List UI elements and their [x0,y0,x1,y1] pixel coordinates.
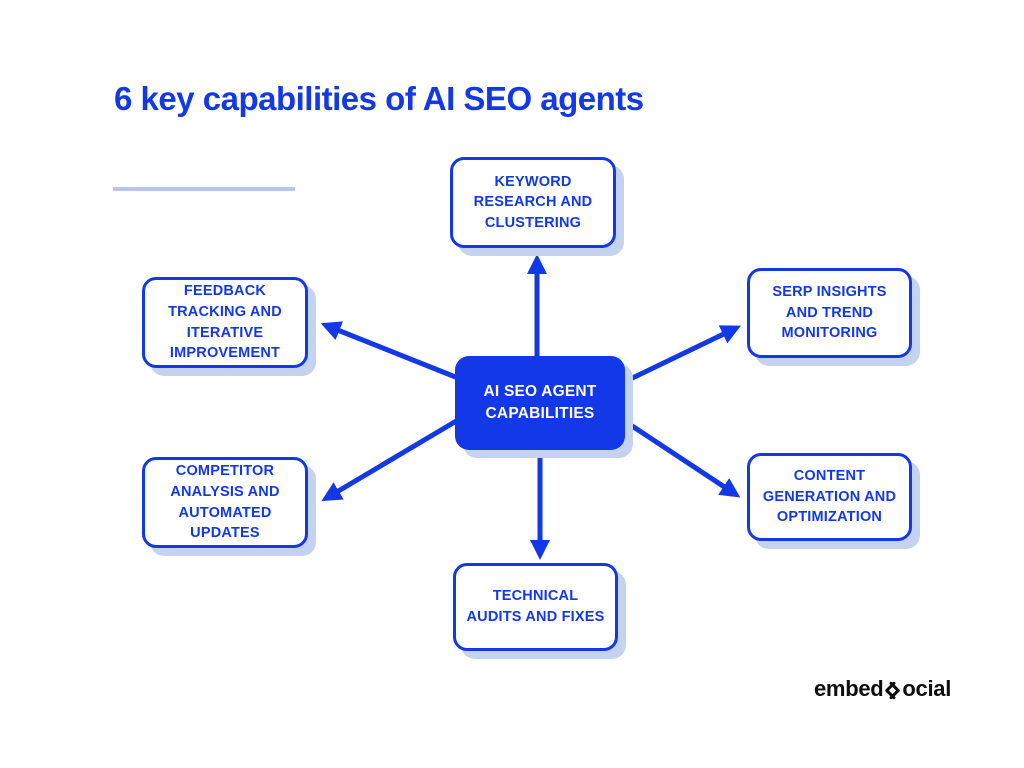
node-keyword-research: KEYWORD RESEARCH AND CLUSTERING [450,157,616,248]
arrow-center-to-bottom-left [321,417,460,502]
node-label: SERP INSIGHTS AND TREND MONITORING [772,284,887,342]
node-label: FEEDBACK TRACKING AND ITERATIVE IMPROVEM… [168,283,282,362]
arrow-center-to-top-left [320,321,459,381]
node-label: TECHNICAL AUDITS AND FIXES [466,588,605,625]
node-technical-audits: TECHNICAL AUDITS AND FIXES [453,563,618,651]
node-content-generation: CONTENT GENERATION AND OPTIMIZATION [747,453,912,541]
node-ai-seo-agent-capabilities: AI SEO AGENT CAPABILITIES [455,356,625,450]
interlocked-chevrons-icon [885,681,901,699]
node-feedback-tracking: FEEDBACK TRACKING AND ITERATIVE IMPROVEM… [142,277,308,368]
title-underline-divider [113,187,295,191]
node-label: AI SEO AGENT CAPABILITIES [483,383,597,422]
arrow-center-to-bottom-right [618,415,741,498]
node-competitor-analysis: COMPETITOR ANALYSIS AND AUTOMATED UPDATE… [142,457,308,548]
page-title: 6 key capabilities of AI SEO agents [114,80,644,117]
node-label: KEYWORD RESEARCH AND CLUSTERING [473,173,593,231]
node-label: CONTENT GENERATION AND OPTIMIZATION [762,468,897,526]
node-label: COMPETITOR ANALYSIS AND AUTOMATED UPDATE… [170,463,280,542]
embedsocial-logo: embed ocial [814,676,951,702]
arrow-center-to-top-right [618,325,742,387]
node-serp-insights: SERP INSIGHTS AND TREND MONITORING [747,268,912,358]
logo-text-prefix: embed [814,676,884,701]
logo-text-suffix: ocial [902,676,952,701]
